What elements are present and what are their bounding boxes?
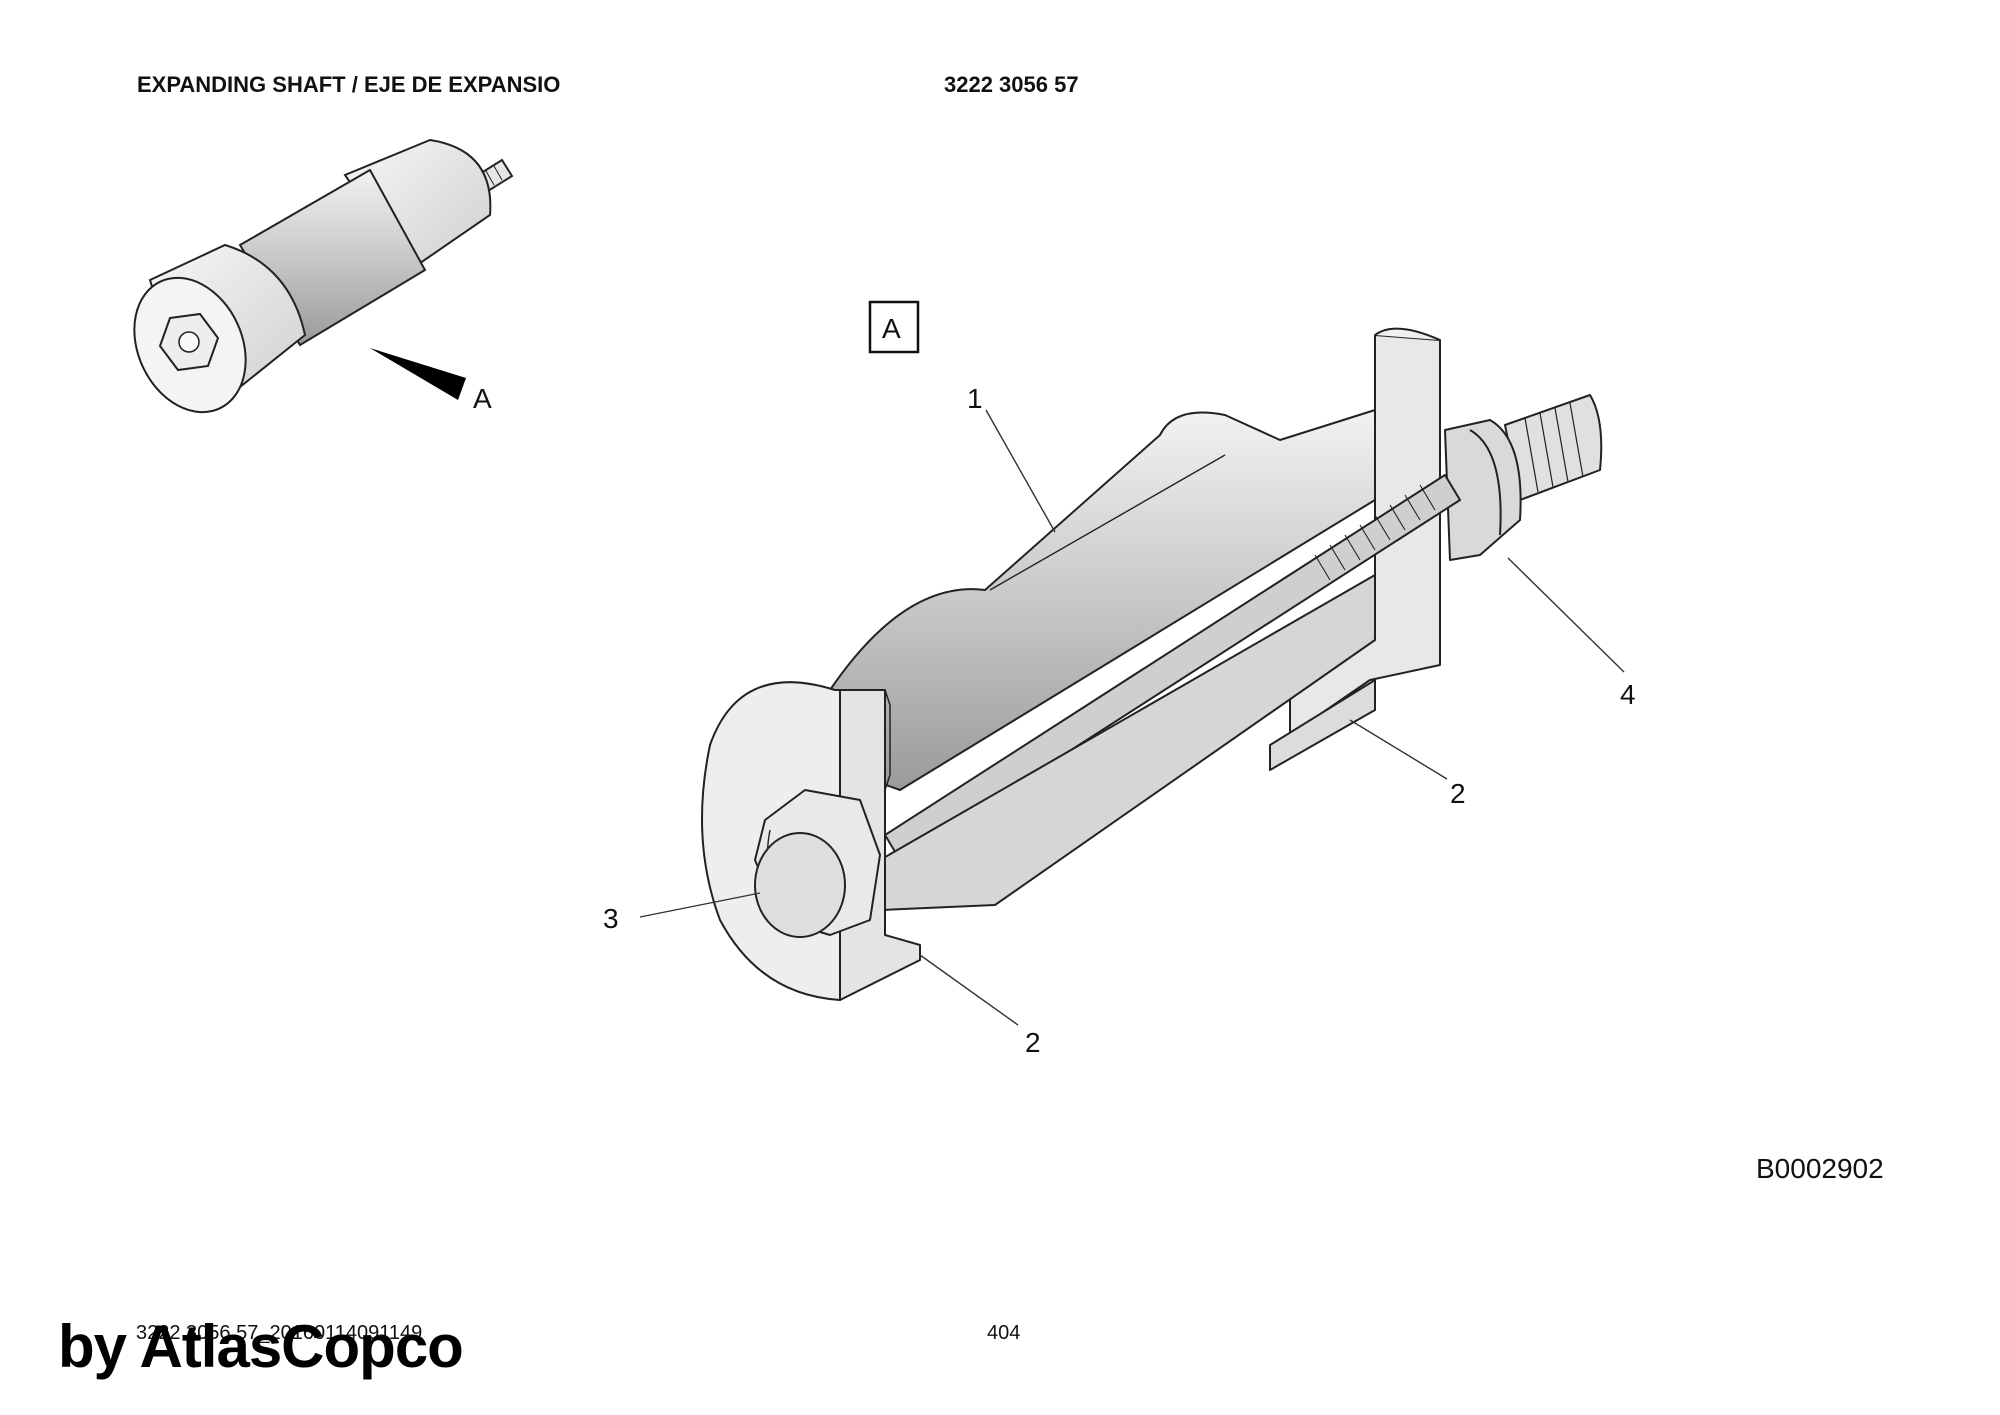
watermark: by AtlasCopco [58, 1313, 464, 1380]
leader-lines [639, 409, 1625, 1026]
main-shaft-section [701, 327, 1603, 1001]
callout-2-upper: 2 [1450, 778, 1466, 809]
footer-document-id: 3222 3056 57_20160114091149 [136, 1322, 423, 1344]
detail-view-box [868, 300, 920, 354]
callout-4: 4 [1620, 679, 1636, 710]
callout-2-lower: 2 [1025, 1027, 1041, 1058]
view-arrow-label: A [473, 383, 492, 414]
detail-view-box-label: A [882, 313, 901, 344]
page-number: 404 [987, 1322, 1021, 1344]
callout-3: 3 [603, 903, 619, 934]
callout-1: 1 [967, 383, 983, 414]
document-title: EXPANDING SHAFT / EJE DE EXPANSIO [137, 72, 561, 97]
overview-shaft [133, 138, 514, 414]
drawing-code: B0002902 [1756, 1153, 1884, 1184]
part-number: 3222 3056 57 [944, 72, 1079, 97]
